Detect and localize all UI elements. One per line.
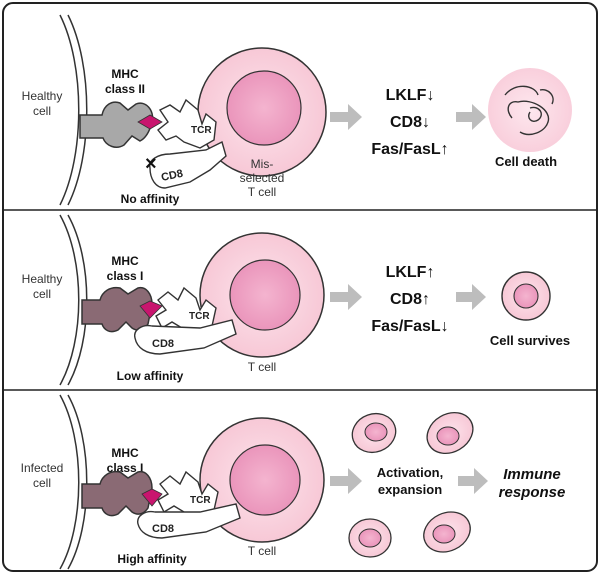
t-cell-label: T cell — [248, 544, 276, 558]
apc-membrane — [67, 14, 88, 206]
no-binding-x-icon: × — [145, 153, 157, 175]
panel-high-affinity: Infected cell MHC class I TCR CD8 High a… — [21, 394, 566, 570]
cd8-molecule — [134, 319, 237, 355]
mhc-class-i-molecule — [81, 470, 153, 517]
cell-label: Healthy — [22, 89, 63, 103]
expanded-t-cell — [423, 511, 471, 553]
gene-lklf: LKLF↓ — [386, 87, 435, 104]
cd8-label: CD8 — [152, 523, 174, 535]
gene-fas: Fas/FasL↑ — [371, 141, 448, 158]
dying-cell — [488, 68, 572, 152]
immune-response-label: response — [499, 484, 566, 501]
arrow-icon — [456, 104, 486, 130]
cd8-label: CD8 — [160, 168, 184, 184]
tcr-molecule — [157, 470, 219, 519]
t-cell-label: Mis- — [251, 157, 274, 171]
mhc-label: MHC — [111, 67, 139, 81]
expanded-t-cell — [351, 412, 397, 454]
apc-membrane — [59, 394, 80, 570]
gene-cd8: CD8↑ — [390, 291, 430, 308]
arrow-icon — [330, 468, 362, 494]
t-cell-nucleus — [229, 259, 301, 331]
affinity-label: Low affinity — [117, 369, 184, 383]
arrow-icon — [330, 104, 362, 130]
panel-low-affinity: Healthy cell MHC class I TCR CD8 Low aff… — [22, 214, 570, 386]
cd8-molecule — [137, 503, 241, 539]
cell-label: cell — [33, 104, 51, 118]
cell-label: cell — [33, 476, 51, 490]
apc-membrane — [67, 394, 88, 570]
cell-label: Infected — [21, 461, 64, 475]
affinity-label: No affinity — [121, 192, 180, 206]
panel-no-affinity: Healthy cell MHC class II TCR CD8 × No a… — [22, 14, 572, 206]
expanded-t-cell — [426, 411, 474, 455]
surviving-cell-nucleus — [513, 283, 539, 309]
mhc-label: class I — [107, 269, 144, 283]
mhc-class-ii-molecule — [79, 101, 154, 148]
cd8-label: CD8 — [152, 338, 174, 350]
tcr-molecule — [155, 286, 217, 335]
affinity-label: High affinity — [117, 552, 187, 566]
tcr-molecule — [157, 98, 217, 149]
tcr-label: TCR — [191, 125, 212, 136]
t-cell-label: T cell — [248, 360, 276, 374]
apc-membrane — [59, 14, 80, 206]
mhc-label: MHC — [111, 254, 139, 268]
dying-cell-debris — [504, 85, 554, 136]
arrow-icon — [456, 284, 486, 310]
outcome-label: Cell survives — [490, 333, 570, 348]
tcr-label: TCR — [189, 311, 210, 322]
tcr-label: TCR — [190, 495, 211, 506]
cell-label: cell — [33, 287, 51, 301]
t-cell-nucleus — [229, 444, 301, 516]
expanded-t-cell — [348, 518, 392, 558]
gene-cd8: CD8↓ — [390, 114, 430, 131]
peptide — [137, 114, 163, 130]
apc-membrane — [59, 214, 80, 386]
arrow-icon — [330, 284, 362, 310]
peptide — [141, 488, 163, 507]
activation-label: expansion — [378, 482, 442, 497]
t-cell-nucleus — [226, 70, 302, 146]
cd8-molecule — [149, 140, 227, 189]
immune-response-label: Immune — [503, 466, 561, 483]
gene-lklf: LKLF↑ — [386, 264, 435, 281]
mhc-label: class II — [105, 82, 145, 96]
t-cell-label: selected — [240, 171, 285, 185]
arrow-icon — [458, 468, 488, 494]
mhc-class-i-molecule — [81, 286, 153, 333]
gene-fas: Fas/FasL↓ — [371, 318, 448, 335]
t-cell-label: T cell — [248, 185, 276, 199]
mhc-label: MHC — [111, 446, 139, 460]
cell-label: Healthy — [22, 272, 63, 286]
activation-label: Activation, — [377, 465, 443, 480]
outcome-label: Cell death — [495, 154, 557, 169]
